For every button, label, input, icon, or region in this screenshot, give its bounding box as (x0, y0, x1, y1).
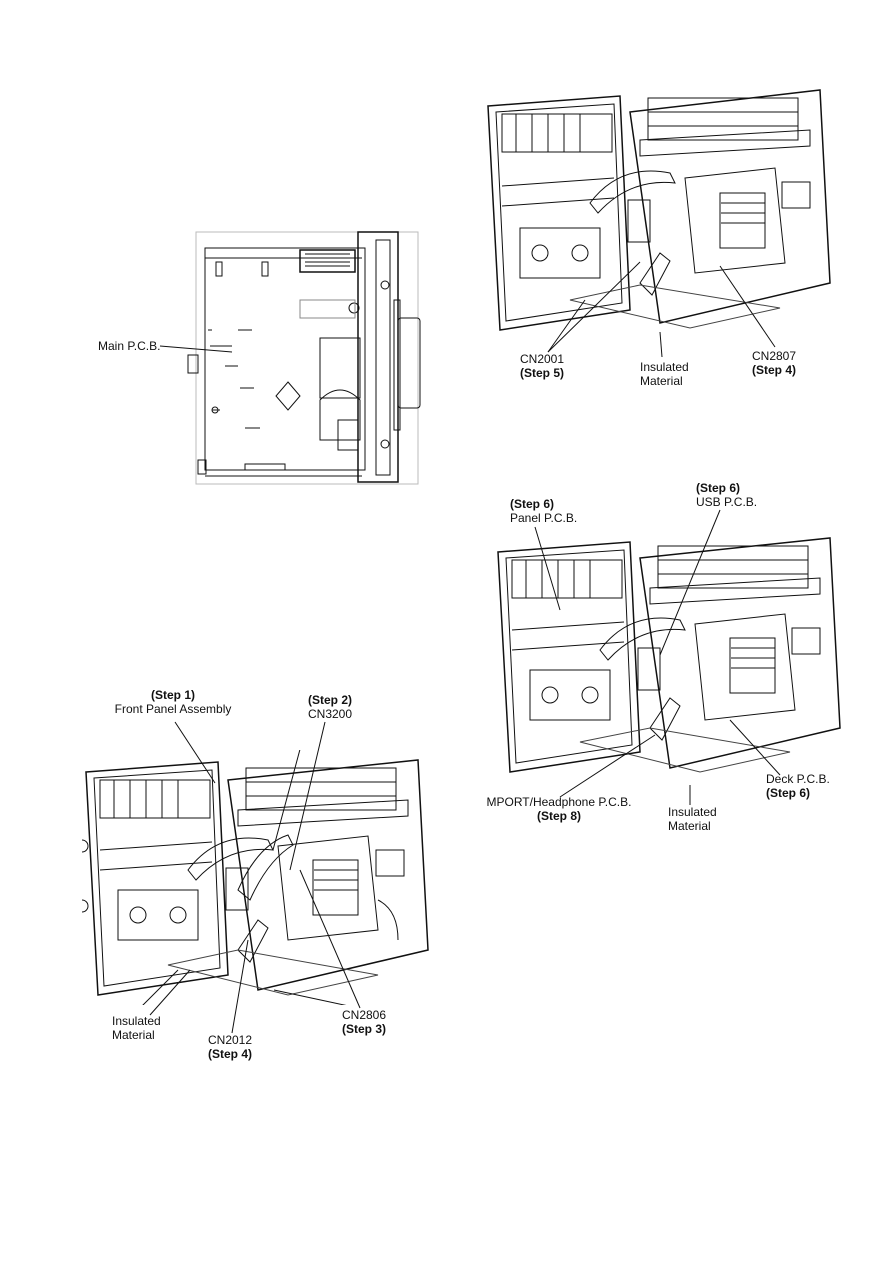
mport-headphone-pcb-label: MPORT/Headphone P.C.B. (Step 8) (484, 795, 634, 823)
insulated-text-2: Material (640, 374, 683, 388)
front-panel-name: Front Panel Assembly (114, 702, 232, 716)
insulated-text-2: Material (668, 819, 711, 833)
cn3200-step: (Step 2) (307, 693, 352, 707)
front-panel-assembly-label: (Step 1) Front Panel Assembly (108, 688, 238, 716)
cn2012-name: CN2012 (207, 1033, 253, 1047)
insulated-leader (142, 969, 179, 1005)
figure2-drawing (81, 750, 429, 1005)
cn2001-name: CN2001 (520, 352, 565, 366)
insulated-text-2: Material (112, 1028, 155, 1042)
figure-pcb-locations (490, 530, 850, 780)
insulated-material-label-4: Insulated Material (668, 805, 717, 833)
deck-pcb-step: (Step 6) (766, 786, 811, 800)
insulated-text-1: Insulated (112, 1014, 161, 1028)
cn2012-step: (Step 4) (207, 1047, 252, 1061)
cn3200-label: (Step 2) CN3200 (300, 693, 360, 721)
cn2001-label: CN2001 (Step 5) (520, 352, 564, 380)
figure4-drawing (497, 537, 841, 773)
cn2807-name: CN2807 (752, 349, 797, 363)
figure-cn2001-cn2807-removal (480, 78, 840, 340)
front-panel-step: (Step 1) (150, 688, 195, 702)
main-pcb-name: Main P.C.B. (98, 339, 161, 353)
deck-pcb-name: Deck P.C.B. (766, 772, 830, 786)
cn2806-label: CN2806 (Step 3) (334, 1008, 394, 1036)
cn2807-label: CN2807 (Step 4) (752, 349, 796, 377)
cn2001-step: (Step 5) (520, 366, 565, 380)
panel-pcb-name: Panel P.C.B. (510, 511, 578, 525)
deck-pcb-label: Deck P.C.B. (Step 6) (766, 772, 830, 800)
panel-pcb-label: (Step 6) Panel P.C.B. (510, 497, 577, 525)
cn2012-label: CN2012 (Step 4) (200, 1033, 260, 1061)
cn3200-name: CN3200 (307, 707, 353, 721)
panel-pcb-step: (Step 6) (510, 497, 555, 511)
figure-front-panel-removal (78, 750, 438, 1005)
main-pcb-label: Main P.C.B. (98, 339, 160, 353)
cn2806-name: CN2806 (341, 1008, 387, 1022)
insulated-text-1: Insulated (640, 360, 689, 374)
figure3-drawing (487, 89, 831, 331)
insulated-text-1: Insulated (668, 805, 717, 819)
insulated-material-label-3: Insulated Material (640, 360, 689, 388)
mport-pcb-name: MPORT/Headphone P.C.B. (486, 795, 632, 809)
cn2806-step: (Step 3) (341, 1022, 386, 1036)
usb-pcb-name: USB P.C.B. (696, 495, 758, 509)
mport-pcb-step: (Step 8) (536, 809, 581, 823)
insulated-material-label-2: Insulated Material (112, 1014, 161, 1042)
cn2807-step: (Step 4) (752, 363, 797, 377)
usb-pcb-step: (Step 6) (696, 481, 741, 495)
usb-pcb-label: (Step 6) USB P.C.B. (696, 481, 757, 509)
